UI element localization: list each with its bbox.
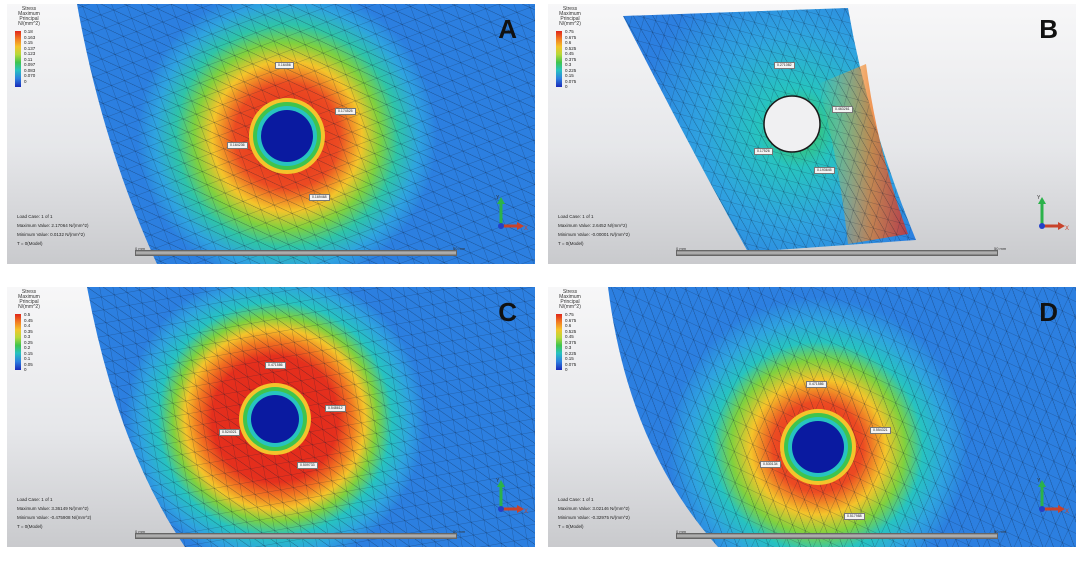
scale-left-label: 0 mm bbox=[135, 246, 145, 251]
hole-c bbox=[251, 395, 299, 443]
probe-label: 0.471586 bbox=[265, 362, 286, 369]
fea-model-b bbox=[623, 8, 916, 252]
fea-model-c bbox=[87, 287, 535, 547]
axis-y-label: Y bbox=[1037, 195, 1041, 201]
scale-left-label: 0 mm bbox=[135, 529, 145, 534]
scale-bar bbox=[135, 250, 457, 256]
probe-label: 0.554321 bbox=[870, 427, 891, 434]
probe-label: 0.16456 bbox=[275, 62, 294, 69]
axis-y-label: Y bbox=[496, 478, 500, 484]
probe-label: 0.193645 bbox=[814, 167, 835, 174]
probe-label: 0.169468 bbox=[309, 194, 330, 201]
legend-title: Stress Maximum Principal N/(mm^2) bbox=[559, 289, 581, 310]
probe-label: 0.463261 bbox=[832, 106, 853, 113]
probe-label: 0.524021 bbox=[219, 429, 240, 436]
panel-label: A bbox=[498, 14, 517, 44]
panel-b: B Stress Maximum Principal N/(mm^2) 0.75… bbox=[548, 4, 1076, 264]
axis-x-label: X bbox=[1065, 509, 1069, 515]
panel-a: A Stress Maximum Principal N/(mm^2) 0.18… bbox=[7, 4, 535, 264]
legend-color-bar bbox=[15, 31, 21, 87]
scale-right-label: 50 mm bbox=[453, 529, 466, 534]
probe-label: 0.517988 bbox=[844, 513, 865, 520]
probe-label: 0.509733 bbox=[297, 462, 318, 469]
probe-label: 0.548612 bbox=[325, 405, 346, 412]
fea-model-d bbox=[608, 287, 1076, 547]
legend-color-bar bbox=[556, 31, 562, 87]
probe-label: 0.271082 bbox=[774, 62, 795, 69]
legend-color-bar bbox=[556, 314, 562, 370]
axis-triad-icon: Y X bbox=[496, 195, 528, 232]
scale-bar bbox=[135, 533, 457, 539]
probe-label: 0.17526 bbox=[754, 148, 773, 155]
probe-label: 0.530134 bbox=[760, 461, 781, 468]
scale-bar bbox=[676, 250, 998, 256]
legend-color-bar bbox=[15, 314, 21, 370]
scale-right-label: 50 mm bbox=[994, 246, 1007, 251]
scale-bar bbox=[676, 533, 998, 539]
legend-title: Stress Maximum Principal N/(mm^2) bbox=[18, 289, 40, 310]
probe-label: 0.471586 bbox=[806, 381, 827, 388]
legend-title: Stress Maximum Principal N/(mm^2) bbox=[18, 6, 40, 27]
axis-y-label: Y bbox=[496, 195, 500, 201]
legend-title: Stress Maximum Principal N/(mm^2) bbox=[559, 6, 581, 27]
scale-right-label: 50 mm bbox=[453, 246, 466, 251]
axis-x-label: X bbox=[524, 509, 528, 515]
probe-label: 0.174525 bbox=[335, 108, 356, 115]
scale-left-label: 0 mm bbox=[676, 246, 686, 251]
axis-triad-icon: Y X bbox=[496, 478, 528, 515]
panel-d: D Stress Maximum Principal N/(mm^2) 0.75… bbox=[548, 287, 1076, 547]
hole-a bbox=[261, 110, 313, 162]
panel-label: D bbox=[1039, 297, 1058, 327]
axis-x-label: X bbox=[524, 226, 528, 232]
fea-model-a bbox=[77, 4, 535, 264]
axis-triad-icon: Y X bbox=[1037, 195, 1069, 232]
panel-label: C bbox=[498, 297, 517, 327]
axis-y-label: Y bbox=[1037, 478, 1041, 484]
scale-left-label: 0 mm bbox=[676, 529, 686, 534]
axis-triad-icon: Y X bbox=[1037, 478, 1069, 515]
hole-d bbox=[792, 421, 844, 473]
axis-x-label: X bbox=[1065, 226, 1069, 232]
probe-label: 0.164236 bbox=[227, 142, 248, 149]
scale-right-label: 50 mm bbox=[994, 529, 1007, 534]
panel-label: B bbox=[1039, 14, 1058, 44]
hole-b bbox=[763, 95, 821, 153]
